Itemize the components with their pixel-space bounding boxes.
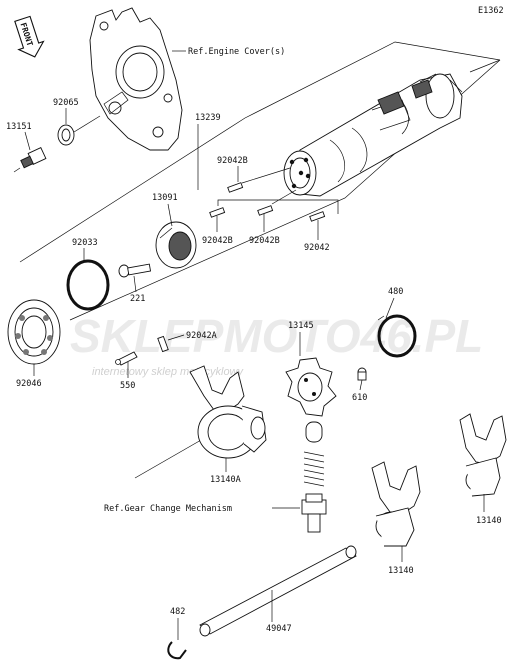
label-92042: 92042 bbox=[304, 243, 330, 253]
part-221 bbox=[118, 263, 152, 278]
label-610: 610 bbox=[352, 393, 367, 403]
engine-cover bbox=[89, 7, 183, 151]
label-49047: 49047 bbox=[266, 624, 292, 634]
diagram-code: E1362 bbox=[478, 6, 504, 16]
part-13239 bbox=[283, 73, 463, 197]
part-92042b-top bbox=[227, 167, 291, 193]
label-13140-mid: 13140 bbox=[388, 566, 414, 576]
label-13140-right: 13140 bbox=[476, 516, 502, 526]
label-13140a: 13140A bbox=[210, 475, 241, 485]
part-13091 bbox=[155, 221, 197, 269]
label-13239: 13239 bbox=[195, 113, 221, 123]
part-92033 bbox=[66, 259, 110, 311]
part-13151 bbox=[13, 147, 47, 173]
ref-gear-change: Ref.Gear Change Mechanism bbox=[104, 504, 232, 514]
label-92046: 92046 bbox=[16, 379, 42, 389]
label-482: 482 bbox=[170, 607, 185, 617]
part-13140a bbox=[189, 365, 267, 459]
part-610 bbox=[357, 367, 367, 381]
label-92065: 92065 bbox=[53, 98, 79, 108]
part-13140-right bbox=[459, 413, 507, 497]
part-13140-mid bbox=[371, 461, 421, 547]
label-13145: 13145 bbox=[288, 321, 314, 331]
part-480 bbox=[377, 314, 417, 358]
label-550: 550 bbox=[120, 381, 135, 391]
part-92042a bbox=[157, 335, 169, 353]
label-480: 480 bbox=[388, 287, 403, 297]
label-92042b-b: 92042B bbox=[249, 236, 280, 246]
label-221: 221 bbox=[130, 294, 145, 304]
label-13151: 13151 bbox=[6, 122, 32, 132]
part-detent-assembly bbox=[301, 421, 327, 533]
front-arrow-icon: FRONT bbox=[14, 15, 45, 58]
ref-engine-cover: Ref.Engine Cover(s) bbox=[188, 47, 285, 57]
part-13145 bbox=[285, 357, 337, 417]
label-92033: 92033 bbox=[72, 238, 98, 248]
label-13091: 13091 bbox=[152, 193, 178, 203]
part-92046 bbox=[7, 299, 61, 365]
part-482 bbox=[167, 641, 187, 660]
part-49047 bbox=[199, 545, 357, 637]
watermark-sub: internetowy sklep motocyklowy bbox=[92, 366, 245, 378]
part-pins-row bbox=[209, 189, 339, 222]
watermark: SKLEPMOTO46.PL internetowy sklep motocyk… bbox=[70, 310, 483, 378]
label-92042b-a: 92042B bbox=[202, 236, 233, 246]
part-550 bbox=[115, 351, 138, 366]
label-92042a: 92042A bbox=[186, 331, 217, 341]
label-92042b-top: 92042B bbox=[217, 156, 248, 166]
part-92065 bbox=[57, 115, 101, 146]
